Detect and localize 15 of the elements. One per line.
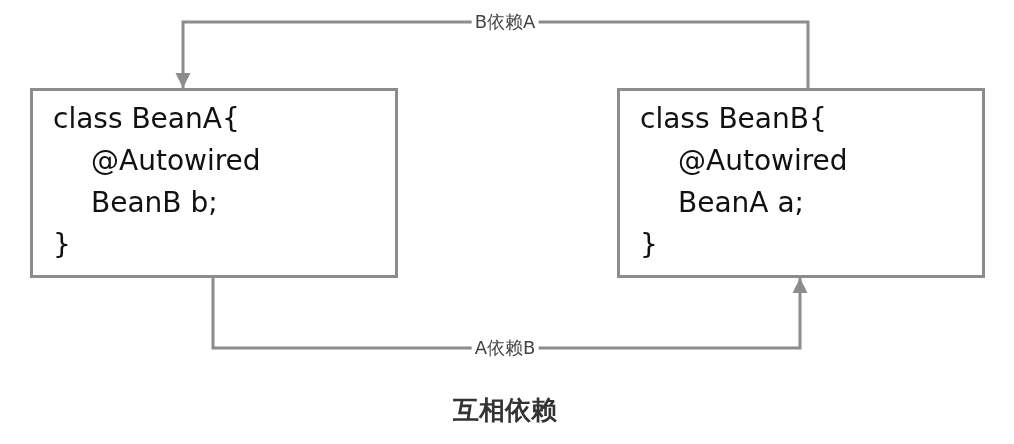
edge-label: A依赖B [471,336,539,360]
code-line: } [640,227,658,263]
code-line: @Autowired [91,143,261,179]
code-line: BeanA a; [678,185,804,221]
arrow [211,278,808,350]
code-box [617,88,985,278]
caption: 互相依赖 [453,393,557,427]
code-line: @Autowired [678,143,848,179]
code-line: class BeanB{ [640,101,827,137]
edge-label: B依赖A [471,10,539,34]
code-box [30,88,398,278]
code-line: class BeanA{ [53,101,240,137]
code-line: } [53,227,71,263]
arrow [175,20,810,88]
code-line: BeanB b; [91,185,218,221]
